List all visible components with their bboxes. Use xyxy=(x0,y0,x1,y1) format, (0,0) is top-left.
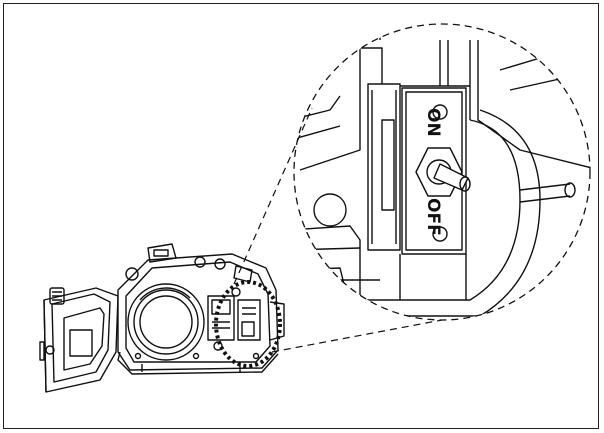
screw-icon xyxy=(432,104,448,120)
screw-icon xyxy=(432,226,448,242)
housing-door xyxy=(39,287,119,393)
switch-highlight-ellipse xyxy=(214,280,282,368)
housing-body xyxy=(117,243,285,375)
magnifier-connector xyxy=(233,107,443,353)
camera-housing xyxy=(39,243,285,393)
switch-label-off: OFF xyxy=(423,198,443,236)
switch-label-on: ON xyxy=(423,108,443,137)
switch-base-plate xyxy=(367,83,401,251)
magnified-detail: ON OFF xyxy=(293,23,591,321)
